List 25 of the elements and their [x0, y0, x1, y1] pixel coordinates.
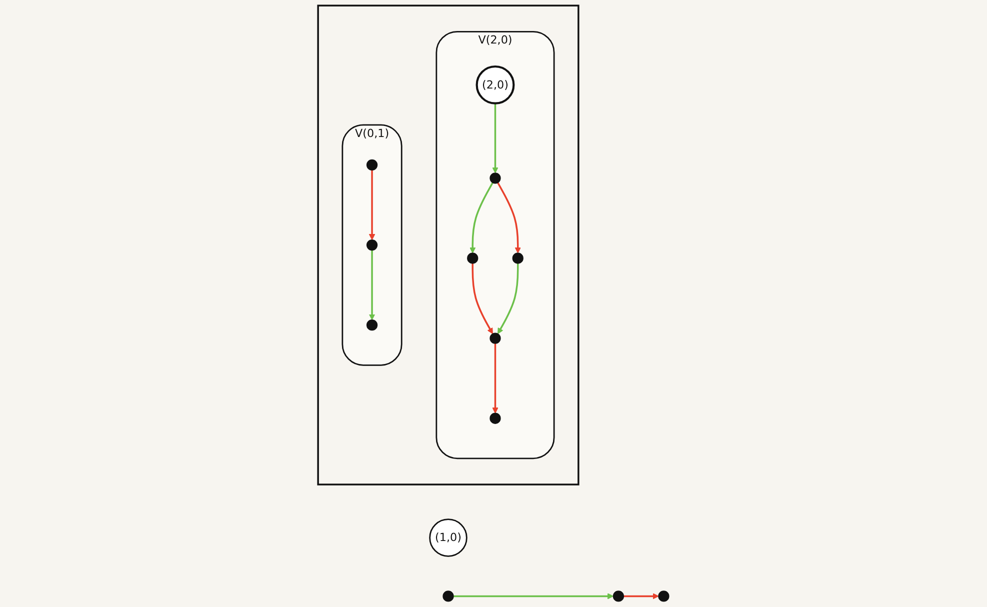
arrow — [368, 170, 376, 240]
arrow — [368, 250, 376, 320]
node-circle — [467, 252, 478, 264]
node-circle — [442, 590, 454, 602]
arrow — [472, 263, 493, 334]
arrow — [498, 263, 519, 334]
node-circle — [612, 590, 624, 602]
node-circle — [490, 412, 501, 424]
cluster: V(0,1) — [342, 124, 402, 366]
node-circle — [490, 172, 501, 184]
arrow — [624, 593, 659, 600]
node-circle — [366, 320, 378, 331]
node-circle — [658, 590, 670, 602]
node-circle — [490, 332, 501, 344]
cluster — [317, 4, 580, 486]
arrow — [497, 182, 521, 254]
arrow — [470, 182, 494, 254]
node-circle — [512, 252, 524, 264]
node-circle: (2,0) — [476, 65, 515, 104]
node-circle: (1,0) — [429, 518, 468, 557]
node-circle — [366, 239, 378, 251]
arrow — [453, 593, 614, 600]
arrow — [492, 344, 498, 414]
arrow — [492, 103, 498, 174]
node-circle — [366, 159, 378, 171]
